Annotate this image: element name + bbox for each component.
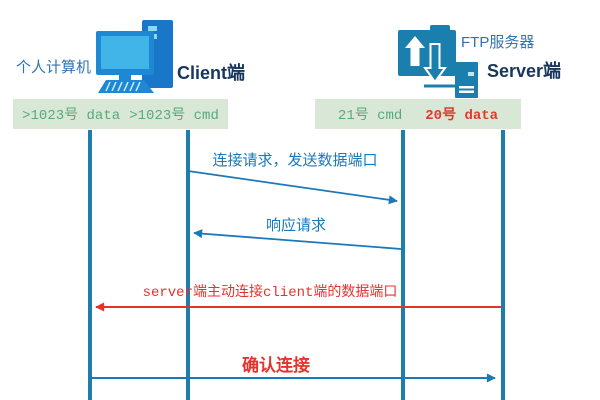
arrow-connect-request: [187, 170, 398, 205]
message-connect-request: 连接请求，发送数据端口: [212, 152, 378, 169]
client-machine-label: 个人计算机: [16, 59, 92, 76]
upload-arrow-icon: [405, 36, 425, 66]
lifeline-client-cmd: [186, 130, 190, 400]
arrow-response: [193, 229, 402, 250]
client-ports-banner: >1023号 data >1023号 cmd: [13, 99, 228, 129]
lifeline-server-data: [501, 130, 505, 400]
message-response: 响应请求: [265, 217, 326, 234]
ftp-server-label: FTP服务器: [461, 34, 535, 51]
server-ports-banner: 21号 cmd 20号 data: [315, 99, 521, 129]
client-cmd-port-label: >1023号 cmd: [129, 108, 219, 124]
computer-icon: [96, 20, 173, 93]
server-cmd-port-label: 21号 cmd: [337, 108, 403, 124]
server-role-label: Server端: [487, 61, 562, 81]
lifeline-server-cmd: [401, 130, 405, 400]
ftp-server-icon: [398, 25, 478, 98]
server-data-port-label: 20号 data: [425, 108, 499, 124]
client-role-label: Client端: [177, 63, 246, 83]
message-confirm-connection: 确认连接: [242, 356, 310, 375]
client-data-port-label: >1023号 data: [22, 108, 121, 124]
download-arrow-icon: [423, 43, 447, 84]
message-server-connects-data-port: server端主动连接client端的数据端口: [142, 285, 398, 301]
lifeline-client-data: [88, 130, 92, 400]
